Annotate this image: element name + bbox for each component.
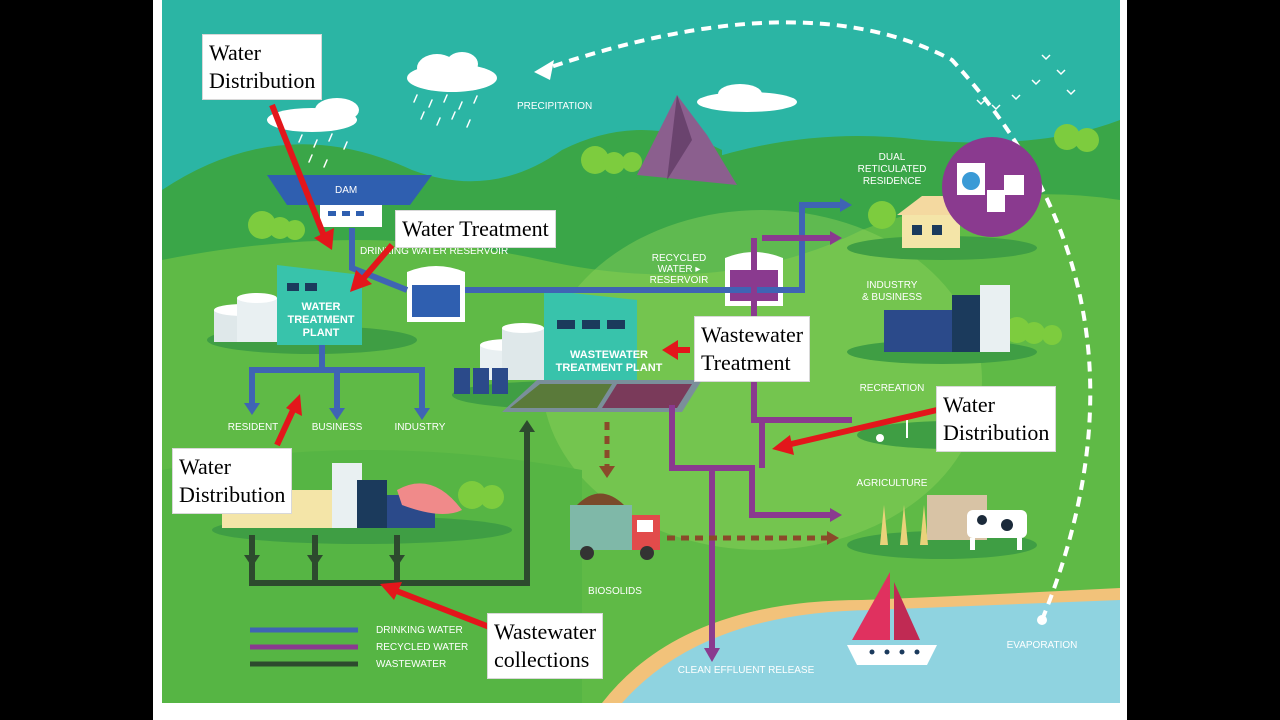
label-water-treatment-plant-2: TREATMENT [287,314,354,326]
agriculture-farm [847,495,1037,559]
biosolids-truck [570,493,660,560]
callout-water-distribution-right: Water Distribution [936,386,1057,452]
evaporation-arrowhead [534,60,554,80]
cloud-small [267,98,359,132]
callout-wastewater-treatment: Wastewater Treatment [694,316,811,382]
label-wastewater-treatment-plant-1: WASTEWATER [570,349,648,361]
arrow-water-distribution-top [269,103,327,238]
callout-line: Wastewater [494,619,597,644]
evaporation-dot [1037,615,1047,625]
water-treatment-plant [207,265,417,354]
drinking-water-pipes [249,202,842,410]
drinking-water-reservoir [407,266,465,322]
arrow-wastewater-collections [392,587,494,631]
label-recreation: RECREATION [860,383,925,394]
callout-water-distribution-left: Water Distribution [172,448,293,514]
label-residence-3: RESIDENCE [863,176,922,187]
cloud-right [697,84,797,112]
callout-arrows [269,103,938,631]
callout-water-distribution-top: Water Distribution [202,34,323,100]
label-water-treatment-plant-1: WATER [302,301,341,313]
callout-line: Treatment [701,350,791,375]
mountain-shade [667,95,692,180]
biosolids-arrowhead-down [599,466,615,478]
dam-window [356,211,364,216]
label-industry-business-2: & BUSINESS [862,292,922,303]
arrow-water-distribution-left [274,406,297,447]
cloud-left [407,52,497,92]
label-drinking-water-reservoir: DRINKING WATER RESERVOIR [360,246,508,257]
drinking-water-arrowheads [244,198,852,420]
dam-wall [320,205,382,227]
label-residence-2: RETICULATED [858,164,927,175]
callout-line: Water Treatment [402,216,549,241]
legend-label-recycled: RECYCLED WATER [376,642,468,653]
callout-line: Distribution [943,420,1050,445]
callout-line: Water [943,392,995,417]
legend-label-drinking: DRINKING WATER [376,625,463,636]
callout-line: Water [179,454,231,479]
wastewater-arrowheads [244,420,535,567]
label-agriculture: AGRICULTURE [857,478,928,489]
label-recycled-water-reservoir-2: WATER ▸ [658,264,701,275]
callout-line: Wastewater [701,322,804,347]
arrow-water-distribution-right [786,407,938,448]
sail-boat [847,572,937,665]
label-residence-1: DUAL [879,152,906,163]
label-evaporation: EVAPORATION [1007,640,1078,651]
dam-window [342,211,350,216]
evaporation-arc [541,20,1093,621]
biosolids-arrowhead-right [827,531,839,545]
trees [248,124,1099,509]
label-resident: RESIDENT [228,422,279,433]
label-water-treatment-plant-3: PLANT [303,327,340,339]
label-precipitation: PRECIPITATION [517,101,592,112]
wastewater-treatment-plant [452,290,702,412]
label-dam: DAM [335,185,357,196]
industry-business [847,285,1037,364]
rain [298,94,478,168]
legend: DRINKING WATER RECYCLED WATER WASTEWATER [250,625,468,670]
callout-line: Distribution [209,68,316,93]
biosolids-flow [604,422,827,541]
callout-line: Water [209,40,261,65]
callout-line: collections [494,647,590,672]
label-business: BUSINESS [312,422,363,433]
residence [847,137,1042,260]
callout-wastewater-collections: Wastewater collections [487,613,604,679]
recycled-water-pipes [669,235,852,650]
callout-water-treatment: Water Treatment [395,210,556,248]
recycled-water-arrowheads [704,231,842,662]
label-clean-effluent-release: CLEAN EFFLUENT RELEASE [678,665,815,676]
label-industry: INDUSTRY [395,422,446,433]
callout-line: Distribution [179,482,286,507]
label-biosolids: BIOSOLIDS [588,586,642,597]
water-cycle-diagram: DRINKING WATER RECYCLED WATER WASTEWATER… [162,0,1120,703]
label-recycled-water-reservoir-3: RESERVOIR [650,275,709,286]
legend-label-wastewater: WASTEWATER [376,659,446,670]
birds-icon [976,54,1076,111]
dam-window [328,211,336,216]
label-wastewater-treatment-plant-2: TREATMENT PLANT [556,362,663,374]
arrow-water-treatment [359,243,395,282]
label-recycled-water-reservoir-1: RECYCLED [652,253,706,264]
label-industry-business-1: INDUSTRY [867,280,918,291]
